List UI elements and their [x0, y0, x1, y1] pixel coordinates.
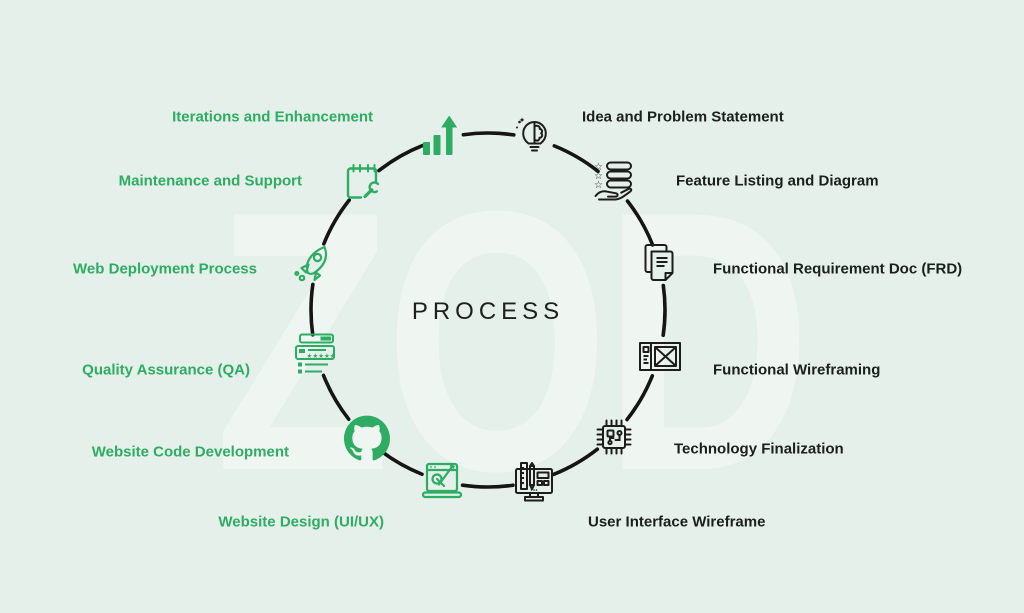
rocket-icon [292, 240, 340, 288]
svg-text:★★★★★: ★★★★★ [307, 352, 336, 360]
wireframe-icon [636, 332, 684, 380]
design-laptop-icon [418, 459, 466, 507]
diagram-title: PROCESS [411, 298, 565, 325]
step-label-website-design-ui-ux: Website Design (UI/UX) [218, 513, 384, 531]
step-label-idea-and-problem-statement: Idea and Problem Statement [582, 108, 784, 126]
frd-document-icon [636, 240, 684, 288]
step-label-website-code-development: Website Code Development [91, 443, 289, 461]
qa-checklist-icon: ★★★★★ [292, 332, 340, 380]
step-label-user-interface-wireframe: User Interface Wireframe [588, 513, 766, 531]
github-icon [343, 414, 391, 462]
idea-icon [510, 113, 558, 161]
clipboard-wrench-icon [338, 159, 386, 207]
ui-monitor-icon [510, 459, 558, 507]
step-label-functional-requirement-doc: Functional Requirement Doc (FRD) [713, 260, 963, 278]
step-label-quality-assurance-qa: Quality Assurance (QA) [82, 361, 250, 379]
step-label-iterations-and-enhancement: Iterations and Enhancement [172, 108, 373, 126]
step-label-web-deployment-process: Web Deployment Process [73, 260, 257, 278]
step-label-maintenance-and-support: Maintenance and Support [118, 172, 302, 190]
step-label-functional-wireframing: Functional Wireframing [713, 361, 881, 379]
svg-text:☆: ☆ [594, 171, 603, 182]
svg-text:☆: ☆ [594, 162, 603, 173]
chip-icon [590, 413, 638, 461]
svg-text:☆: ☆ [594, 180, 603, 191]
step-label-feature-listing-and-diagram: Feature Listing and Diagram [676, 172, 879, 190]
step-label-technology-finalization: Technology Finalization [674, 440, 844, 458]
growth-chart-icon [418, 113, 466, 161]
feature-list-icon: ☆ ☆ ☆ [590, 159, 638, 207]
